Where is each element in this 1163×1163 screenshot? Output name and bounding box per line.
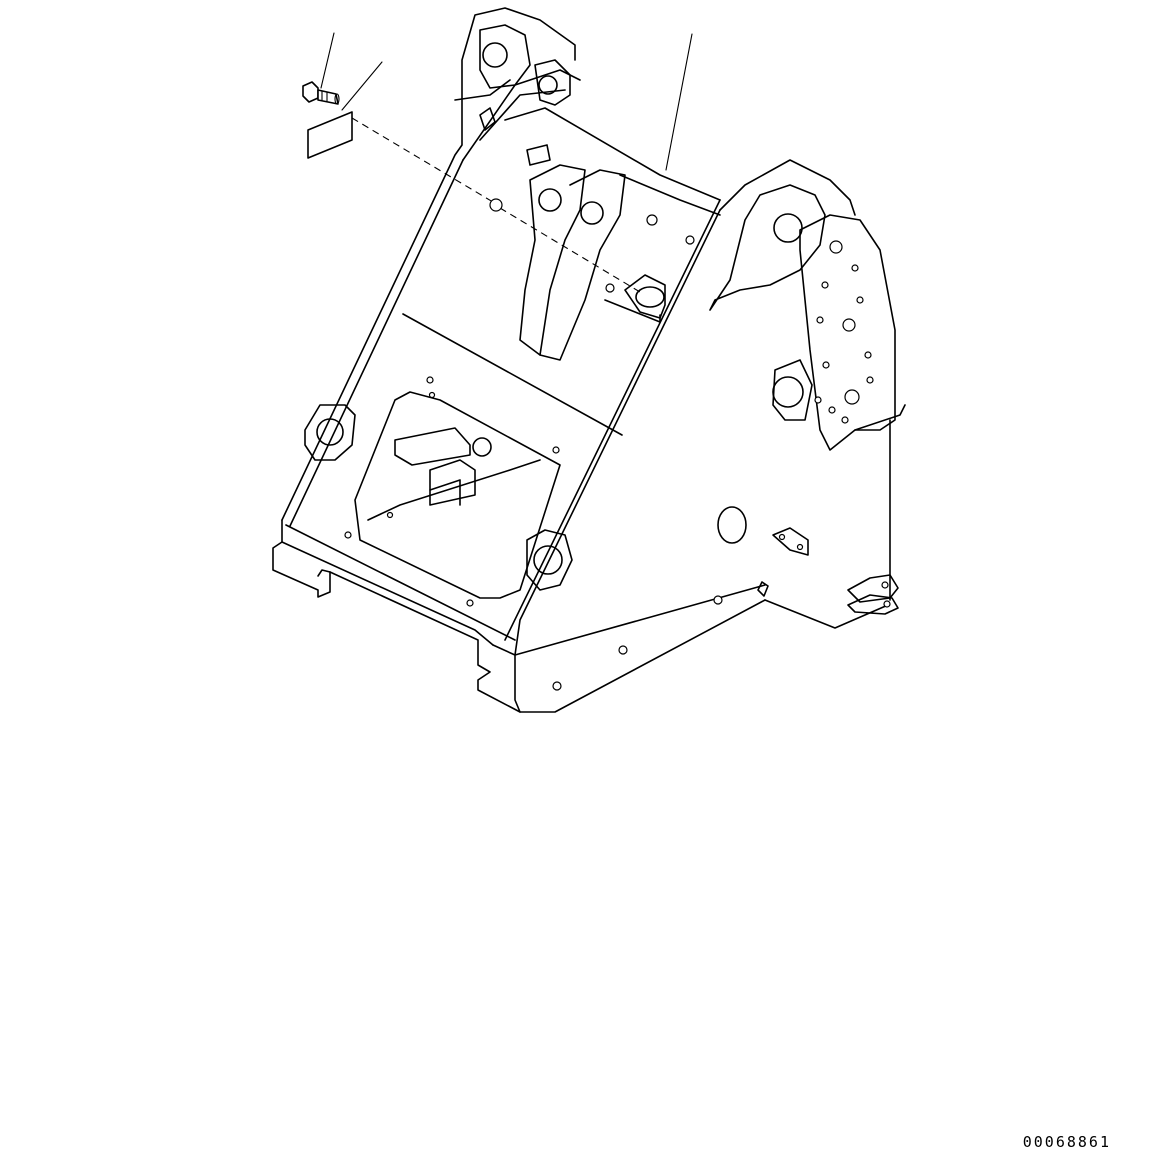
callout-leader-lines — [320, 32, 693, 171]
plate-assembly-path — [351, 117, 499, 206]
frame-right-upright — [709, 159, 906, 601]
frame-access-opening — [344, 376, 561, 607]
frame-base — [272, 519, 889, 713]
frame-left-plate — [281, 7, 721, 656]
bolt-leader-line — [320, 32, 335, 89]
bolt-assembly-path — [499, 207, 641, 293]
bolt — [302, 81, 340, 105]
frame-center-ribs — [489, 107, 721, 361]
assembly-path-lines — [351, 117, 641, 293]
frame-left-lug — [304, 404, 573, 591]
frame-side-openings — [717, 506, 899, 615]
frame-tube — [604, 274, 666, 323]
plate — [307, 111, 353, 159]
drawing-number: 00068861 — [1022, 1133, 1111, 1151]
plate-leader-line — [341, 61, 383, 111]
frame-leader-line — [665, 33, 693, 171]
